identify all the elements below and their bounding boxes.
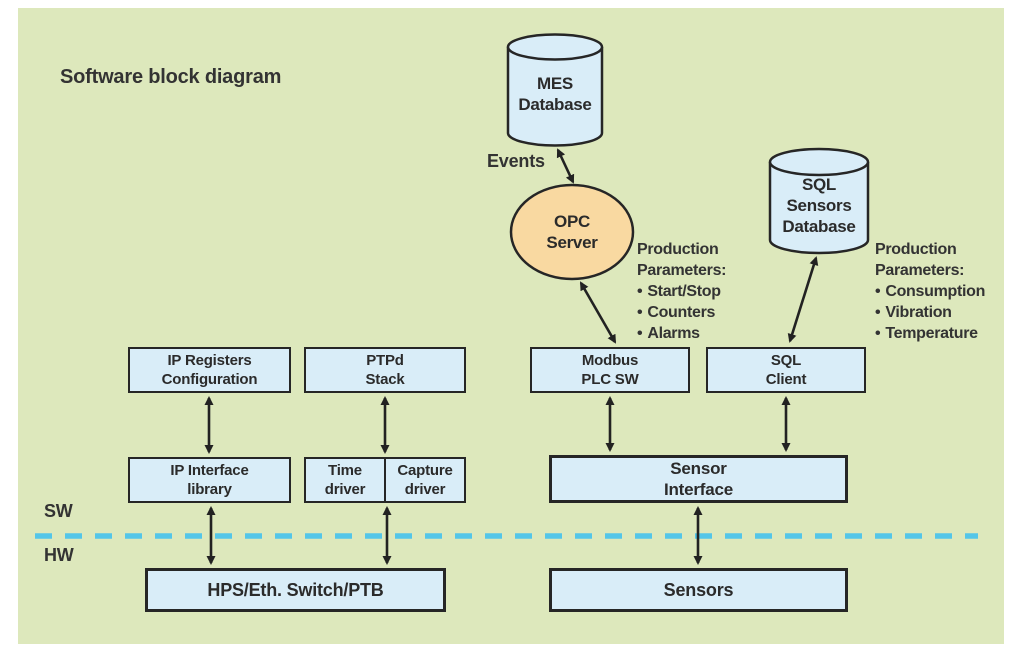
box-hps-eth-switch-ptb: HPS/Eth. Switch/PTB	[145, 568, 446, 612]
box-time-capture-drivers: Time driver Capture driver	[304, 457, 466, 503]
box-time-driver: Time driver	[324, 462, 366, 498]
sw-label: SW	[44, 501, 73, 521]
box-sensor-interface: Sensor Interface	[549, 455, 848, 503]
mes-database-label: MES Database	[518, 74, 592, 114]
list-item: •Temperature	[875, 325, 978, 342]
box-sensors: Sensors	[549, 568, 848, 612]
list-item: •Consumption	[875, 283, 986, 300]
list-heading: Parameters:	[637, 262, 727, 279]
page-title: Software block diagram	[60, 66, 282, 88]
list-item: •Vibration	[875, 304, 952, 321]
box-capture-driver: Capture driver	[384, 459, 464, 501]
list-heading: Production	[637, 241, 719, 258]
box-ip-registers-configuration: IP Registers Configuration	[128, 347, 291, 393]
list-heading: Production	[875, 241, 957, 258]
hw-label: HW	[44, 545, 74, 565]
list-heading: Parameters:	[875, 262, 965, 279]
events-label: Events	[487, 151, 545, 171]
opc-server-label: OPC Server	[546, 212, 598, 252]
list-item: •Counters	[637, 304, 716, 321]
opc-production-parameters-list: Production Parameters: •Start/Stop •Coun…	[637, 239, 767, 344]
list-item: •Start/Stop	[637, 283, 721, 300]
box-ptpd-stack: PTPd Stack	[304, 347, 466, 393]
box-ip-interface-library: IP Interface library	[128, 457, 291, 503]
box-modbus-plc-sw: Modbus PLC SW	[530, 347, 690, 393]
box-sql-client: SQL Client	[706, 347, 866, 393]
sql-sensors-database-label: SQL Sensors Database	[782, 174, 856, 236]
sql-production-parameters-list: Production Parameters: •Consumption •Vib…	[875, 239, 1015, 344]
list-item: •Alarms	[637, 325, 700, 342]
